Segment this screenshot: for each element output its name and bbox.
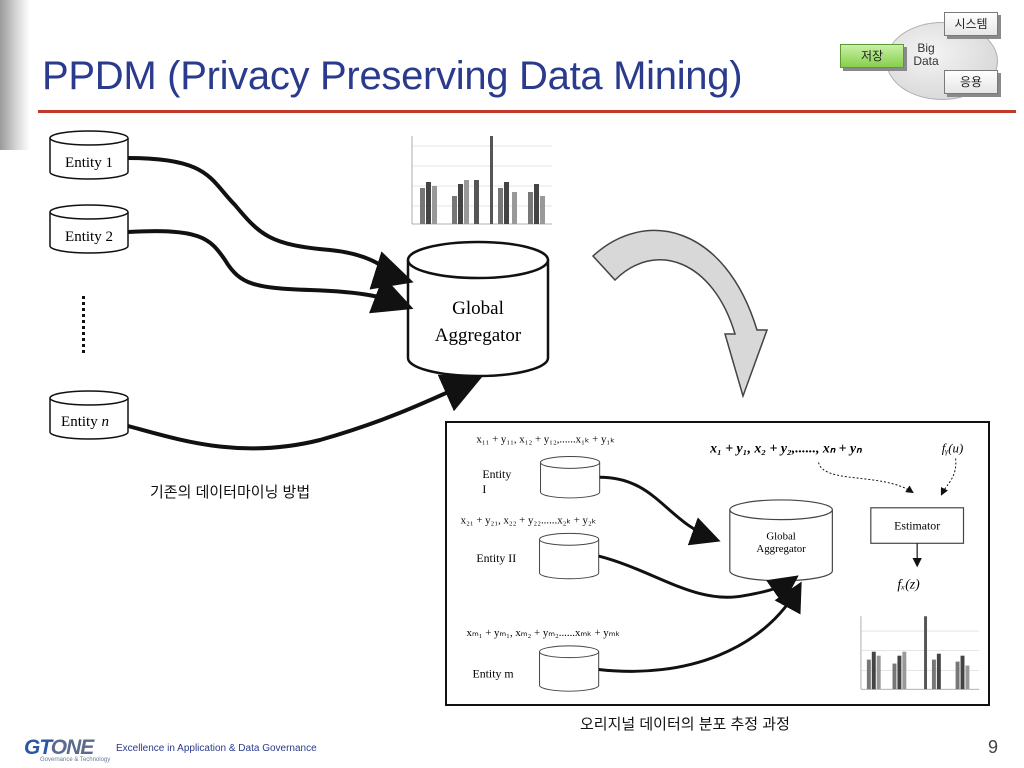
result-bar-chart [860, 616, 980, 690]
formula-entity-2: x₂₁ + y₂₁, x₂₂ + y₂₂......x₂ₖ + y₂ₖ [461, 515, 597, 527]
right-aggregator-line2: Aggregator [756, 543, 806, 555]
entity-i-label-line1: Entity [482, 467, 511, 481]
aggregator-label-line2: Aggregator [435, 325, 522, 346]
entity-2-arrow [127, 229, 414, 314]
entity-1-cylinder: Entity 1 [49, 130, 129, 180]
entity-2-cylinder: Entity 2 [49, 204, 129, 254]
title-rule [38, 110, 1016, 113]
transition-arrow [591, 229, 769, 399]
traditional-mining-diagram: Entity 1 Entity 2 Entity n Global Aggreg… [49, 130, 552, 451]
entity-1-label: Entity 1 [65, 155, 113, 171]
estimator-label: Estimator [894, 518, 940, 532]
footer-tagline: Excellence in Application & Data Governa… [116, 743, 317, 754]
company-logo: GTONE [24, 736, 94, 759]
entity-2-label: Entity 2 [65, 229, 113, 245]
fx-function: fₓ(z) [897, 577, 920, 593]
entity-n-arrow [127, 374, 483, 451]
entity-m-arrow [598, 581, 802, 673]
entity-1-arrow [127, 156, 414, 290]
formula-entity-1: x₁₁ + y₁₁, x₁₂ + y₁₂,......x₁ₖ + y₁ₖ [476, 434, 614, 446]
entity-m-cylinder [539, 645, 600, 692]
entity-n-cylinder: Entity n [49, 390, 129, 440]
mini-bar-chart [411, 136, 552, 225]
entity-m-label: Entity m [472, 666, 514, 680]
entity-ii-cylinder [539, 532, 600, 580]
entity-i-arrow [599, 475, 721, 546]
main-formula: x₁ + y₁, x₂ + y₂,......, xₙ + yₙ [709, 441, 862, 456]
entity-i-cylinder [540, 456, 601, 499]
logo-subtitle: Governance & Technology [40, 757, 111, 763]
distribution-estimation-diagram: x₁₁ + y₁₁, x₁₂ + y₁₂,......x₁ₖ + y₁ₖ x₂₁… [445, 421, 990, 706]
entity-ii-label: Entity II [476, 551, 516, 565]
estimator-box: Estimator [870, 507, 965, 544]
entity-n-label: Entity n [61, 414, 109, 430]
fy-function: fᵧ(u) [942, 442, 963, 456]
fy-to-estimator-arrow [940, 458, 957, 496]
entity-i-label-line2: I [482, 482, 486, 496]
traditional-mining-caption: 기존의 데이터마이닝 방법 [150, 484, 311, 501]
right-global-aggregator: Global Aggregator [729, 499, 833, 582]
slide-title: PPDM (Privacy Preserving Data Mining) [42, 54, 743, 98]
page-number: 9 [988, 737, 999, 757]
formula-to-estimator-arrow [818, 462, 914, 494]
formula-entity-m: xₘ₁ + yₘ₁, xₘ₂ + yₘ₂......xₘₖ + yₘₖ [467, 627, 621, 639]
category-widget: Big Data 시스템 저장 응용 [836, 6, 1016, 106]
left-decor-bar [0, 0, 30, 150]
category-system[interactable]: 시스템 [944, 12, 998, 36]
right-aggregator-line1: Global [766, 530, 795, 542]
global-aggregator-cylinder: Global Aggregator [406, 240, 550, 378]
big-data-label: Big Data [913, 41, 939, 68]
category-storage[interactable]: 저장 [840, 44, 904, 68]
distribution-estimation-caption: 오리지널 데이터의 분포 추정 과정 [580, 716, 790, 733]
category-application[interactable]: 응용 [944, 70, 998, 94]
aggregator-label-line1: Global [452, 298, 504, 319]
ellipsis-dots [82, 296, 85, 353]
